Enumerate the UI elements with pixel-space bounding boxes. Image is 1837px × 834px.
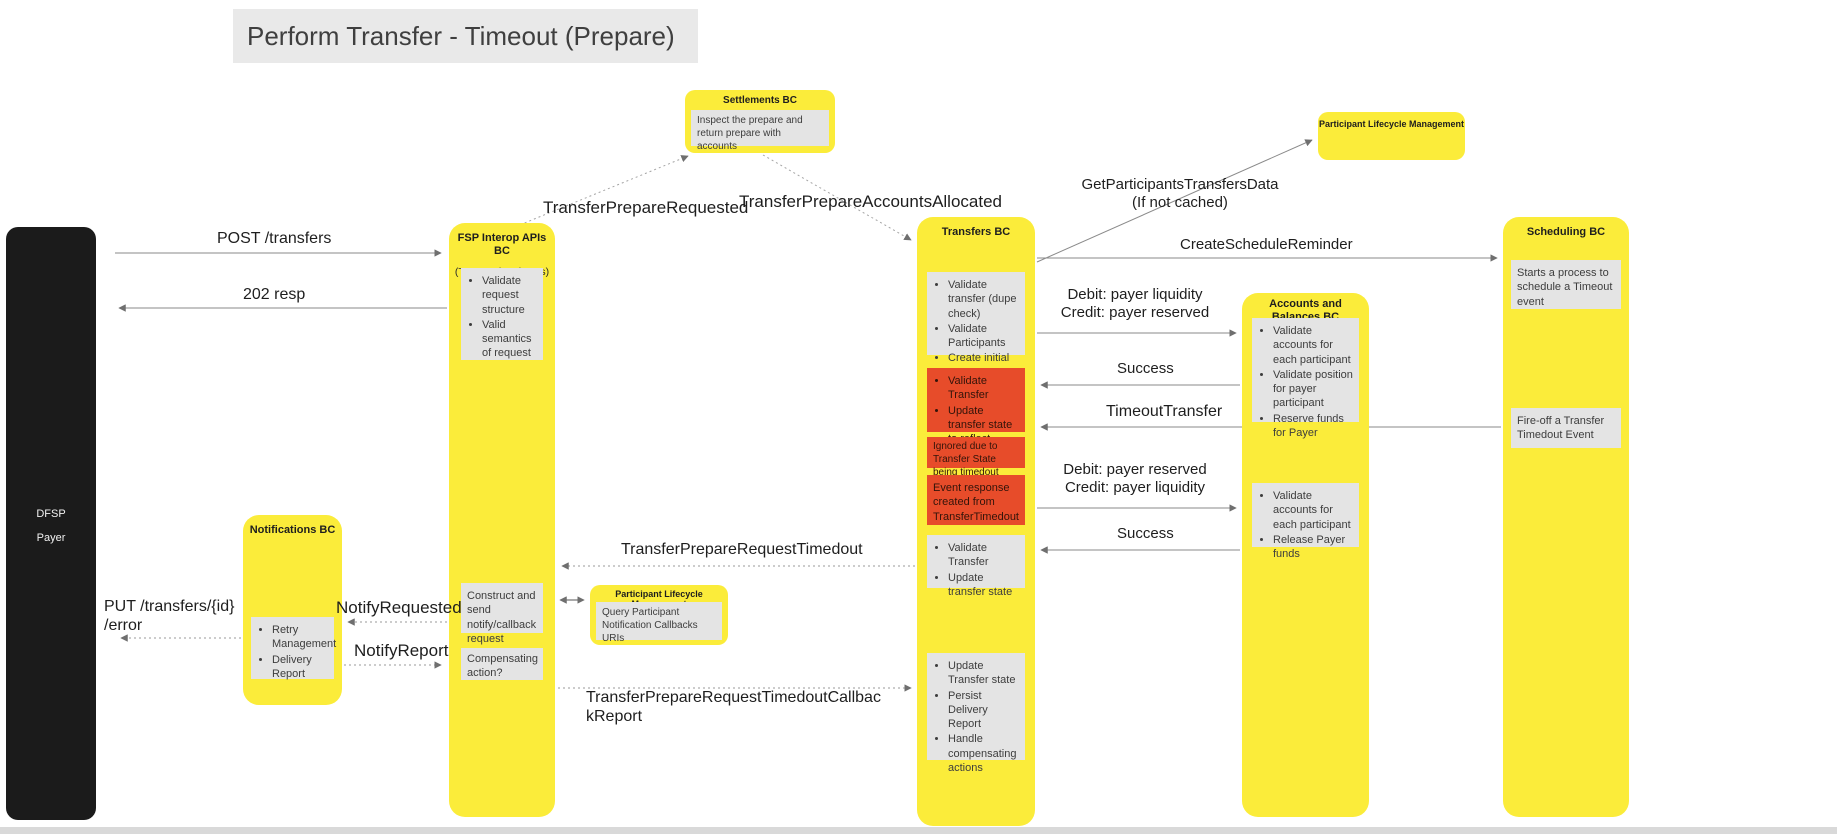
column-accounts-balances-bc: Accounts and Balances BC Validate accoun…: [1242, 293, 1369, 817]
list-item: Release Payer funds: [1273, 533, 1353, 562]
label-get-participants-transfers-data: GetParticipantsTransfersData (If not cac…: [1060, 176, 1300, 212]
label-transfer-prepare-accounts-allocated: TransferPrepareAccountsAllocated: [739, 192, 1003, 211]
fsp-compensating-box: Compensating action?: [461, 648, 543, 680]
label-put-error-line2: /error: [104, 617, 143, 635]
actor-label-line2: Payer: [36, 532, 66, 544]
note-settlements-body: Inspect the prepare and return prepare w…: [691, 110, 829, 152]
transfers-validate-box: Validate transfer (dupe check)Validate P…: [927, 272, 1025, 379]
note-plm-top: Participant Lifecycle Management: [1318, 112, 1465, 160]
scheduling-start-box: Starts a process to schedule a Timeout e…: [1511, 260, 1621, 309]
arrow-transfer-prepare-accounts-allocated: [762, 154, 912, 241]
label-202-resp: 202 resp: [243, 286, 306, 303]
label-timeout-transfer: TimeoutTransfer: [1106, 403, 1223, 420]
label-transfer-prepare-requested: TransferPrepareRequested: [543, 198, 749, 217]
transfers-timeout-red-box: Validate TransferUpdate transfer state t…: [927, 368, 1025, 459]
accounts-reserve-list: Validate accounts for each participantVa…: [1258, 324, 1353, 440]
label-post-transfers: POST /transfers: [217, 230, 332, 247]
list-item: Validate Transfer: [948, 541, 1019, 570]
label-put-error-line1: PUT /transfers/{id}: [104, 598, 235, 615]
column-notifications-bc: Notifications BC Retry ManagementDeliver…: [243, 515, 342, 705]
fsp-construct-box: Construct and send notify/callback reque…: [461, 583, 543, 645]
actor-label-line1: DFSP: [36, 508, 66, 520]
notifications-retry-box: Retry ManagementDelivery Report: [251, 617, 336, 682]
list-item: Reserve funds for Payer: [1273, 412, 1353, 441]
transfers-update-state-list: Validate TransferUpdate transfer state: [933, 541, 1019, 599]
note-plm-top-header: Participant Lifecycle Management: [1318, 119, 1465, 129]
label-debit-upper-line2: Credit: payer reserved: [1060, 304, 1210, 321]
accounts-reserve-box: Validate accounts for each participantVa…: [1252, 318, 1359, 439]
label-debit-upper-line1: Debit: payer liquidity: [1067, 286, 1203, 303]
label-debit-lower: Debit: payer reserved Credit: payer liqu…: [1055, 461, 1215, 497]
label-notify-report: NotifyReport: [354, 641, 449, 660]
note-plm-mid-body: Query Participant Notification Callbacks…: [596, 602, 722, 644]
label-get-participants-line2: (If not cached): [1132, 194, 1228, 211]
transfers-event-response-red-box: Event response created from TransferTime…: [927, 475, 1025, 525]
column-scheduling-header: Scheduling BC: [1526, 226, 1606, 238]
label-notify-requested: NotifyRequested: [336, 598, 462, 617]
list-item: Update transfer state: [948, 571, 1019, 600]
column-scheduling-bc: Scheduling BC Starts a process to schedu…: [1503, 217, 1629, 817]
accounts-release-list: Validate accounts for each participantRe…: [1258, 489, 1353, 561]
scheduling-fireoff-box: Fire-off a Transfer Timedout Event: [1511, 408, 1621, 448]
column-fsp-interop-apis-bc: FSP Interop APIs BC (Transactional APIs)…: [449, 223, 555, 817]
column-transfers-header: Transfers BC: [941, 226, 1011, 238]
list-item: Retry Management: [272, 623, 336, 652]
label-get-participants-line1: GetParticipantsTransfersData: [1081, 176, 1279, 193]
notifications-list: Retry ManagementDelivery Report: [257, 623, 336, 682]
actor-dfsp-payer: DFSP Payer: [6, 227, 96, 820]
fsp-validate-list: Validate request structureValid semantic…: [467, 274, 537, 361]
list-item: Persist Delivery Report: [948, 689, 1019, 732]
list-item: Validate accounts for each participant: [1273, 324, 1353, 367]
list-item: Valid semantics of request: [482, 318, 537, 361]
list-item: Validate accounts for each participant: [1273, 489, 1353, 532]
fsp-validate-box: Validate request structureValid semantic…: [461, 268, 543, 360]
transfers-persist-list: Update Transfer statePersist Delivery Re…: [933, 659, 1019, 775]
list-item: Validate Transfer: [948, 374, 1019, 403]
transfers-ignored-red-box: Ignored due to Transfer State being time…: [927, 437, 1025, 478]
label-success-upper: Success: [1117, 360, 1174, 377]
page-title: Perform Transfer - Timeout (Prepare): [233, 9, 698, 63]
list-item: Validate Participants: [948, 322, 1019, 351]
label-debit-lower-line1: Debit: payer reserved: [1063, 461, 1207, 478]
note-plm-mid: Participant Lifecycle Management Query P…: [590, 585, 728, 645]
list-item: Update Transfer state: [948, 659, 1019, 688]
label-create-schedule-reminder: CreateScheduleReminder: [1180, 236, 1353, 253]
transfers-validate-list: Validate transfer (dupe check)Validate P…: [933, 278, 1019, 380]
label-debit-upper: Debit: payer liquidity Credit: payer res…: [1055, 286, 1215, 322]
arrow-get-participants-transfers-data: [1036, 139, 1313, 263]
label-tpr-timedout: TransferPrepareRequestTimedout: [621, 541, 863, 558]
accounts-release-box: Validate accounts for each participantRe…: [1252, 483, 1359, 560]
list-item: Handle compensating actions: [948, 732, 1019, 775]
column-fsp-header: FSP Interop APIs BC: [457, 232, 547, 258]
note-settlements-header: Settlements BC: [723, 95, 797, 106]
label-tpr-timedout-callback: TransferPrepareRequestTimedoutCallbackRe…: [586, 689, 881, 726]
transfers-update-state-box: Validate TransferUpdate transfer state: [927, 535, 1025, 598]
label-put-error: PUT /transfers/{id} /error: [104, 597, 239, 635]
note-settlements-bc: Settlements BC Inspect the prepare and r…: [685, 90, 835, 153]
label-debit-lower-line2: Credit: payer liquidity: [1064, 479, 1206, 496]
list-item: Validate position for payer participant: [1273, 368, 1353, 411]
label-success-lower: Success: [1117, 525, 1174, 542]
list-item: Validate request structure: [482, 274, 537, 317]
list-item: Validate transfer (dupe check): [948, 278, 1019, 321]
transfers-persist-box: Update Transfer statePersist Delivery Re…: [927, 653, 1025, 774]
list-item: Delivery Report: [272, 653, 328, 682]
bottom-edge-strip: [0, 827, 1837, 834]
column-transfers-bc: Transfers BC Validate transfer (dupe che…: [917, 217, 1035, 826]
column-notifications-header: Notifications BC: [249, 524, 336, 536]
